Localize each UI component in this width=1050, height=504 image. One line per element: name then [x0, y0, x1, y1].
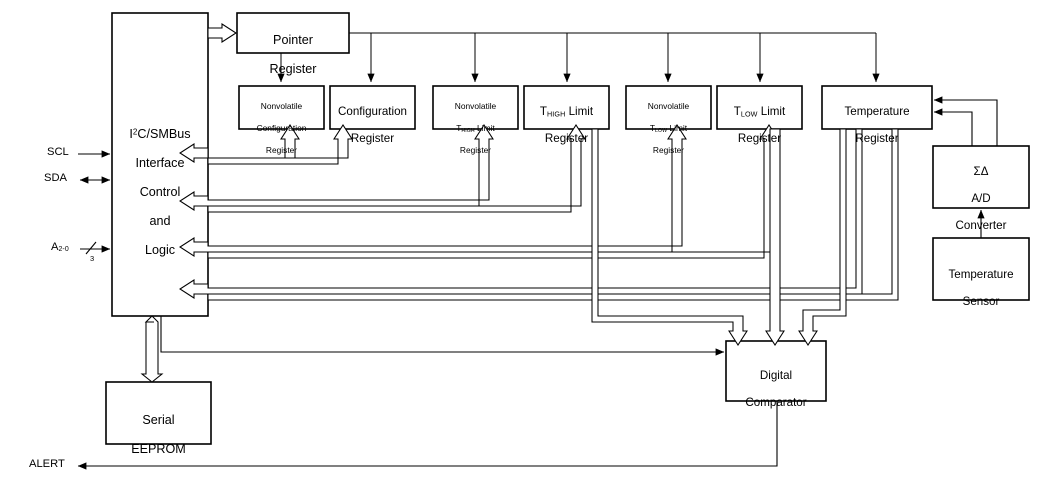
interface-control-logic-block — [111, 12, 209, 317]
serial-eeprom-block — [105, 381, 212, 445]
adc-to-temperature-register-line-2 — [933, 108, 973, 146]
addr-pin-label: A2-0 — [51, 241, 69, 254]
tlow-to-comparator-bus — [765, 128, 785, 346]
bus-nvtlow-to-interface — [179, 124, 687, 257]
digital-comparator-block — [725, 340, 827, 402]
bus-temperature-to-interface-2 — [207, 128, 899, 301]
tlow-limit-register-block — [716, 85, 803, 130]
adc-to-temperature-register-line-1 — [933, 96, 998, 146]
interface-to-comparator-line — [160, 316, 725, 356]
temperature-sensor-block — [932, 237, 1030, 301]
ad-converter-block — [932, 145, 1030, 209]
interface-eeprom-bidirectional-bus — [140, 315, 164, 383]
thigh-limit-register-block — [523, 85, 610, 130]
alert-pin-label: ALERT — [29, 458, 65, 470]
configuration-register-block — [329, 85, 416, 130]
bus-nvthigh-to-interface — [179, 124, 494, 211]
bus-config-riser — [207, 124, 353, 165]
nonvolatile-thigh-limit-register-block — [432, 85, 519, 130]
nonvolatile-tlow-limit-register-block — [625, 85, 712, 130]
bus-thigh-to-interface — [207, 124, 586, 213]
nonvolatile-configuration-register-block — [238, 85, 325, 130]
sda-pin-label: SDA — [44, 172, 68, 184]
interface-to-pointer-arrow — [207, 23, 237, 43]
pointer-register-block — [236, 12, 350, 54]
addr-bus-slash — [85, 241, 97, 255]
scl-pin-label: SCL — [47, 146, 69, 158]
bus-temperature-to-interface — [179, 128, 863, 299]
temperature-to-comparator-bus — [798, 128, 847, 346]
addr-bus-width-label: 3 — [90, 254, 95, 263]
thigh-to-comparator-bus — [591, 128, 748, 346]
alert-output-line — [77, 401, 778, 470]
temperature-register-block — [821, 85, 933, 130]
